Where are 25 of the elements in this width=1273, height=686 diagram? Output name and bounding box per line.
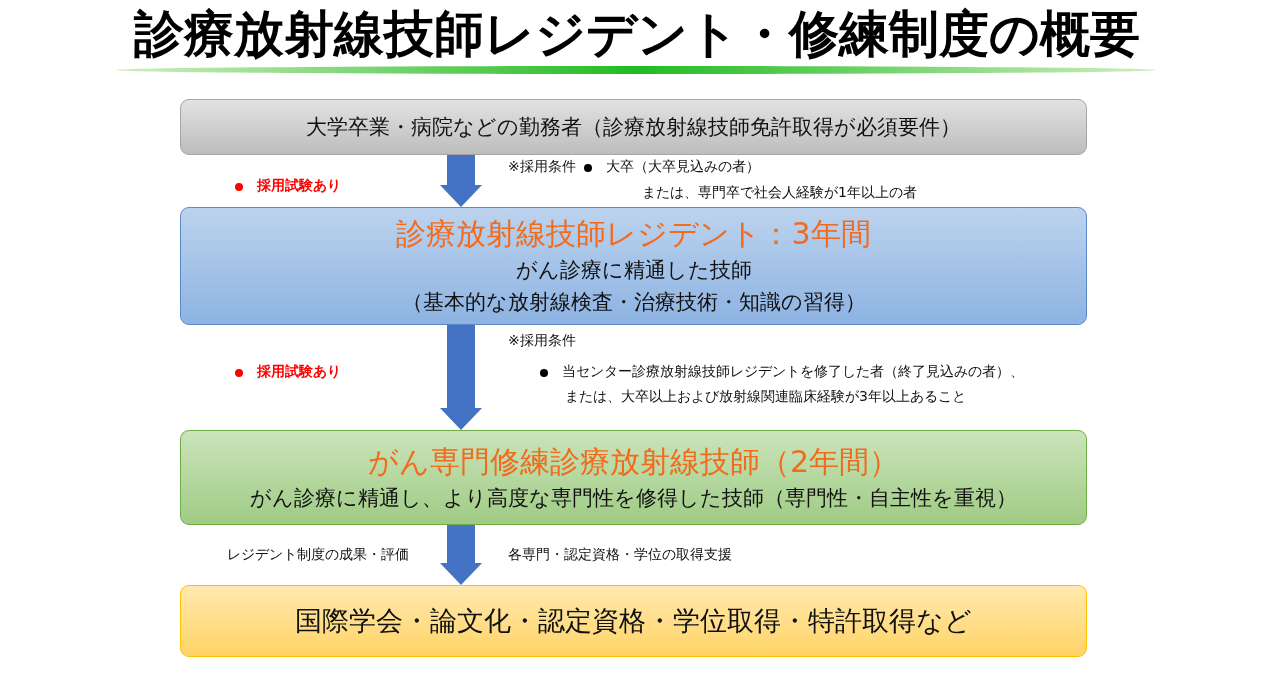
condition-note: 当センター診療放射線技師レジデントを修了した者（終了見込みの者）、 <box>562 363 1024 381</box>
condition-note: ※採用条件 <box>508 158 576 176</box>
condition-note: または、大卒以上および放射線関連臨床経験が3年以上あること <box>565 388 966 406</box>
condition-note: レジデント制度の成果・評価 <box>227 546 409 564</box>
condition-note: 大卒（大卒見込みの者） <box>606 158 760 176</box>
stage-text: 国際学会・論文化・認定資格・学位取得・特許取得など <box>295 604 972 638</box>
condition-note: 各専門・認定資格・学位の取得支援 <box>508 546 732 564</box>
exam-note: 採用試験あり <box>257 177 341 195</box>
stage-heading: がん専門修練診療放射線技師（2年間） <box>367 442 900 481</box>
stage-text: がん診療に精通した技師 <box>515 257 752 284</box>
stage-box <box>180 99 1087 155</box>
stage-box <box>180 585 1087 657</box>
stage-heading: 診療放射線技師レジデント：3年間 <box>396 215 871 253</box>
block-arrow <box>440 155 482 207</box>
title: 診療放射線技師レジデント・修練制度の概要 <box>132 4 1141 64</box>
block-arrow <box>440 525 482 585</box>
stage-box <box>180 207 1087 325</box>
exam-note: 採用試験あり <box>257 363 341 381</box>
stage-box <box>180 430 1087 525</box>
condition-note: ※採用条件 <box>508 332 576 350</box>
stage-text: 大学卒業・病院などの勤務者（診療放射線技師免許取得が必須要件） <box>306 114 961 141</box>
stage-text: がん診療に精通し、より高度な専門性を修得した技師（専門性・自主性を重視） <box>250 484 1017 512</box>
condition-note: または、専門卒で社会人経験が1年以上の者 <box>642 184 917 202</box>
stage-text: （基本的な放射線検査・治療技術・知識の習得） <box>401 289 866 316</box>
block-arrow <box>440 325 482 430</box>
